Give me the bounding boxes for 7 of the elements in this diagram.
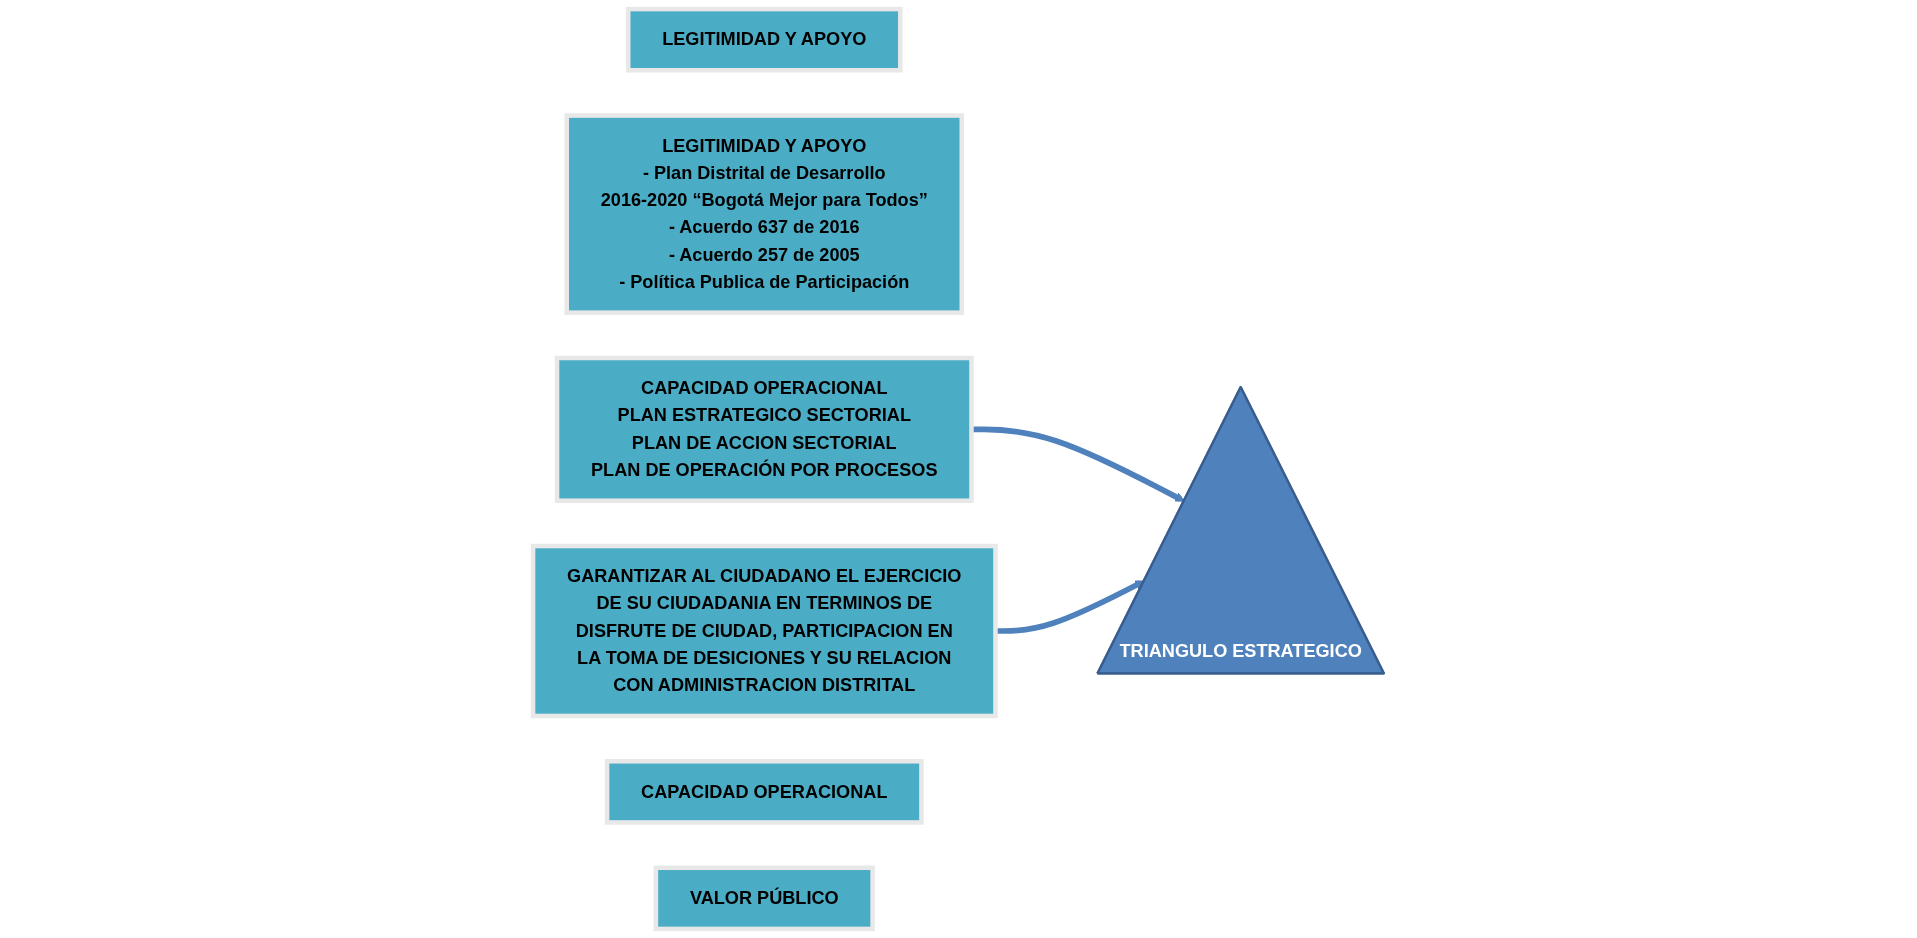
node-box: CAPACIDAD OPERACIONAL	[604, 759, 924, 825]
node-box: GARANTIZAR AL CIUDADANO EL EJERCICIO DE SU CIUDADANIA EN TERMINOS DE DISFRUTE DE CIUDAD, PARTICIPACION EN LA TOMA DE DESICIONES Y SU RELACION CON ADMINISTRACION DISTRITAL	[530, 543, 998, 719]
node-box: VALOR PÚBLICO	[653, 865, 875, 932]
node-box: CAPACIDAD OPERACIONAL PLAN ESTRATEGICO SECTORIAL PLAN DE ACCION SECTORIAL PLAN DE OPERACIÓN POR PROCESOS	[554, 355, 974, 503]
node-box: LEGITIMIDAD Y APOYO - Plan Distrital de Desarrollo 2016-2020 “Bogotá Mejor para Todos” - Acuerdo 637 de 2016 - Acuerdo 257 de 2005 - Política Publica de Participación	[564, 113, 965, 315]
node-box: LEGITIMIDAD Y APOYO	[625, 6, 903, 73]
arrow	[971, 426, 1185, 502]
